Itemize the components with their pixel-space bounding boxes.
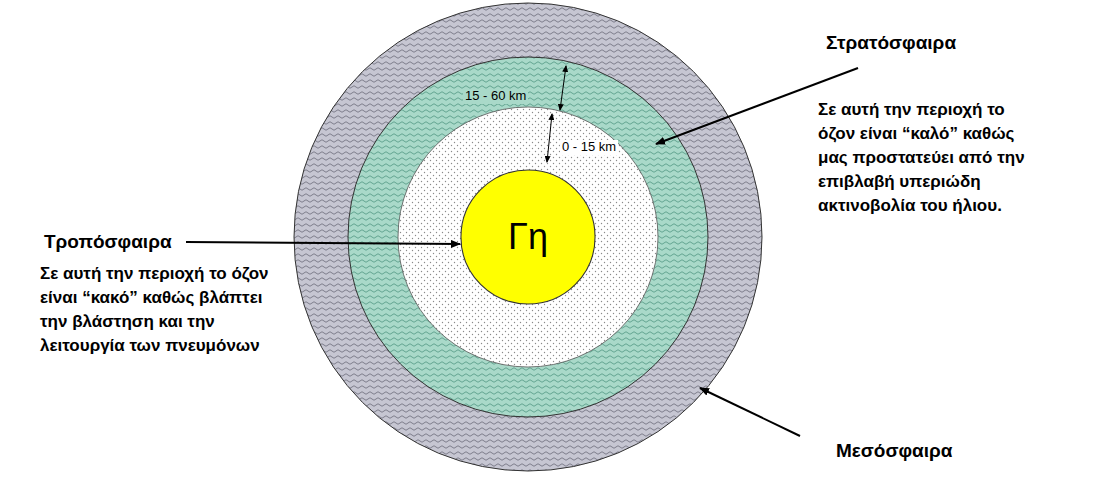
node-text: Γη	[508, 216, 548, 258]
height-arrow	[547, 114, 552, 162]
note-text: Σε αυτή την περιοχή το όζον είναι “κακό”…	[40, 262, 280, 358]
note-text: Σε αυτή την περιοχή το όζον είναι “καλό”…	[818, 98, 1033, 218]
stratosphere-ring	[348, 57, 708, 417]
earth-fill	[461, 170, 595, 304]
leader-arrow	[186, 242, 460, 244]
leader-arrow	[700, 388, 800, 436]
mesosphere-ring	[294, 3, 762, 471]
height-range: 15 - 60 km	[463, 89, 528, 104]
layer-name: Στρατόσφαιρα	[826, 32, 956, 54]
earth-circle: Γη	[460, 169, 596, 305]
height-range: 0 - 15 km	[560, 140, 618, 155]
troposphere-ring	[398, 107, 658, 367]
layer-name: Μεσόσφαιρα	[836, 440, 952, 462]
layer-name: Τροπόσφαιρα	[44, 231, 172, 253]
height-arrow	[560, 66, 566, 110]
